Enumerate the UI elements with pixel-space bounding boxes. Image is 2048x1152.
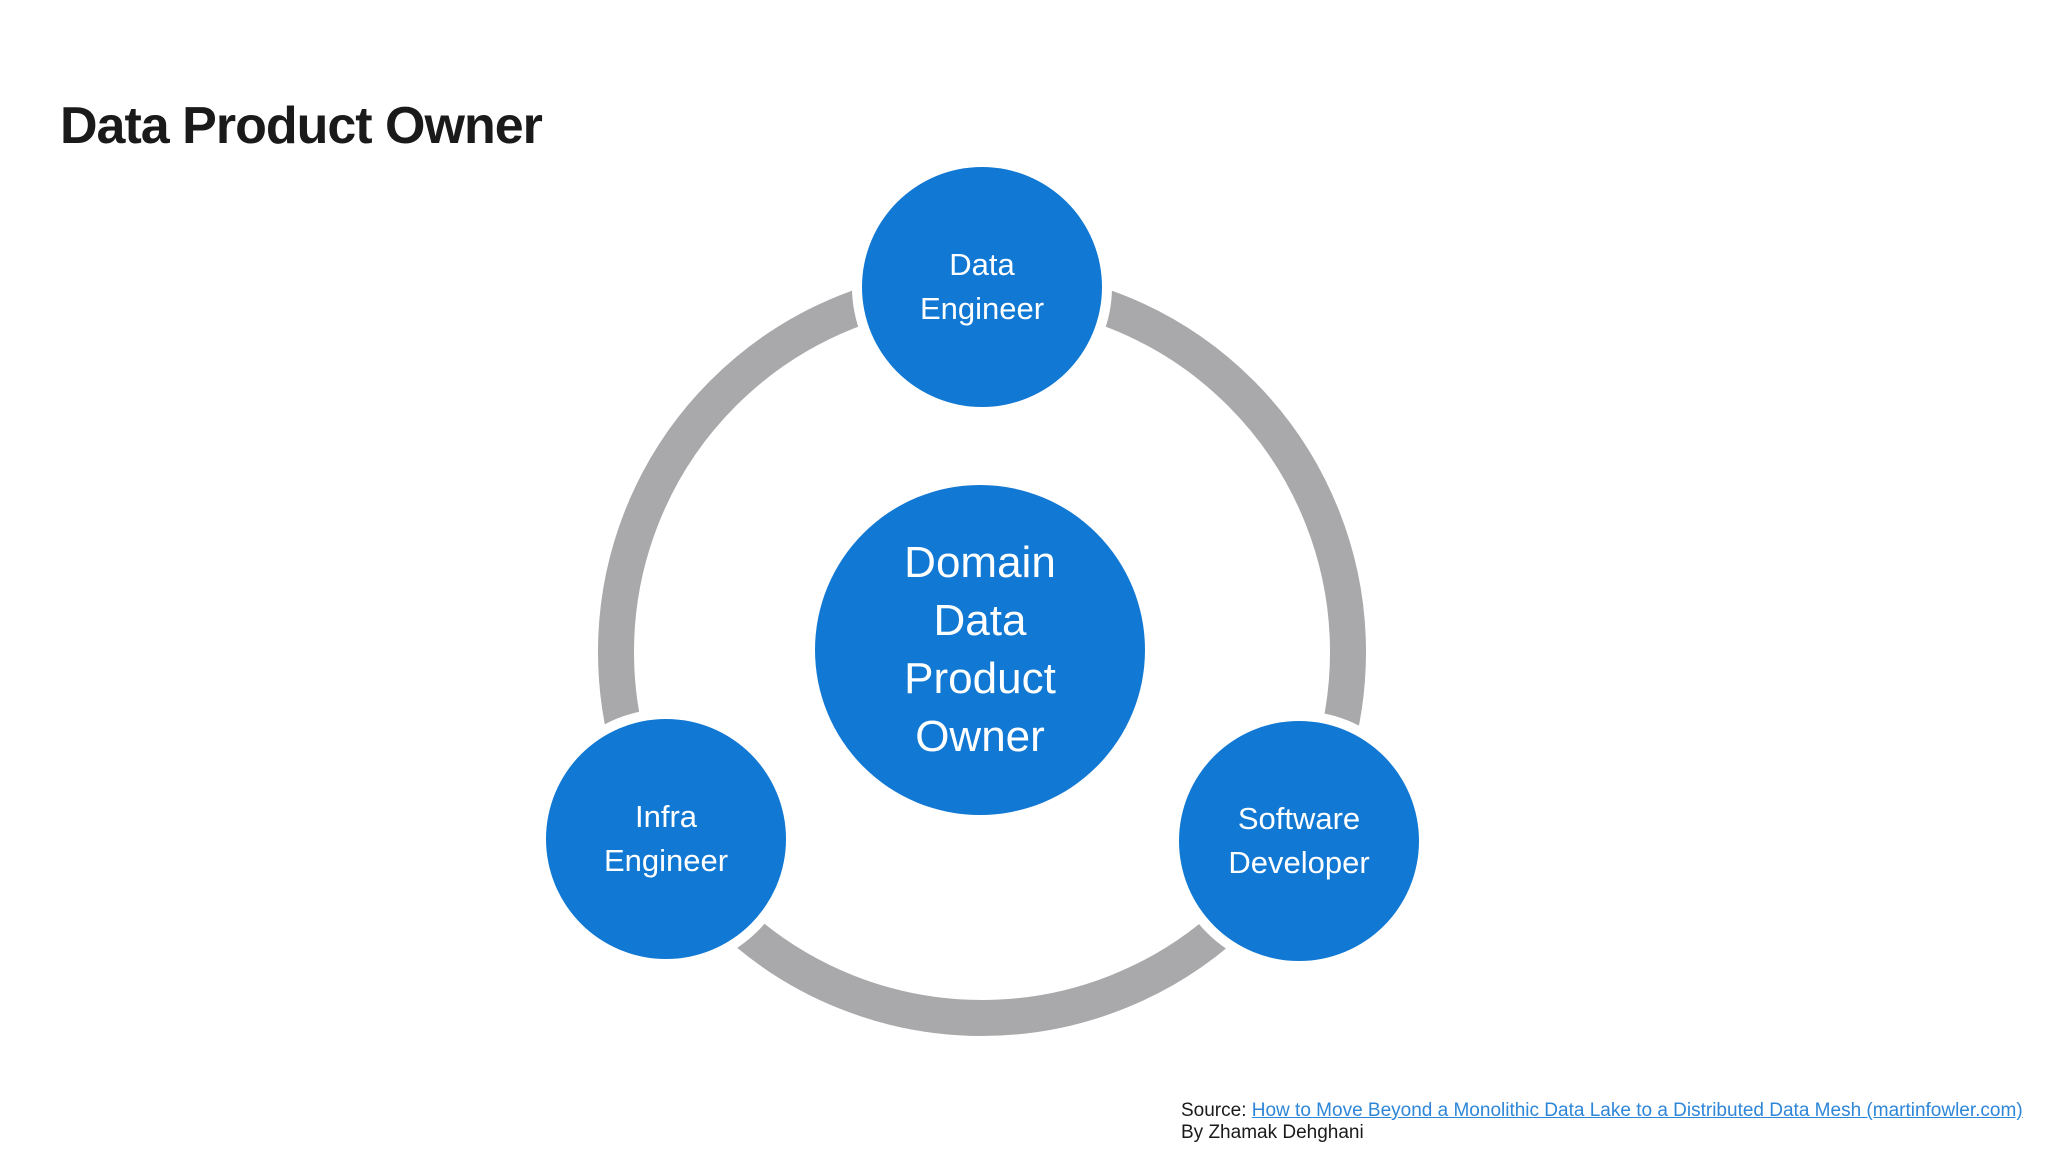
role-circle-software-developer: Software Developer: [1179, 721, 1419, 961]
role-circle-domain-data-product-owner: Domain Data Product Owner: [815, 485, 1145, 815]
source-attribution: Source: How to Move Beyond a Monolithic …: [1181, 1100, 2023, 1144]
role-label-infra-engineer: Infra Engineer: [603, 799, 729, 878]
source-line: Source: How to Move Beyond a Monolithic …: [1181, 1100, 2023, 1122]
role-circle-data-engineer: Data Engineer: [862, 167, 1102, 407]
source-prefix-label: Source:: [1181, 1100, 1252, 1121]
role-label-software-developer: Software Developer: [1228, 801, 1370, 880]
source-link[interactable]: How to Move Beyond a Monolithic Data Lak…: [1251, 1100, 2023, 1121]
page-title: Data Product Owner: [60, 97, 543, 155]
role-circle-infra-engineer: Infra Engineer: [546, 719, 786, 959]
role-label-data-engineer: Data Engineer: [919, 247, 1045, 326]
role-label-domain-data-product-owner: Domain Data Product Owner: [904, 538, 1056, 761]
byline: By Zhamak Dehghani: [1181, 1122, 1364, 1143]
